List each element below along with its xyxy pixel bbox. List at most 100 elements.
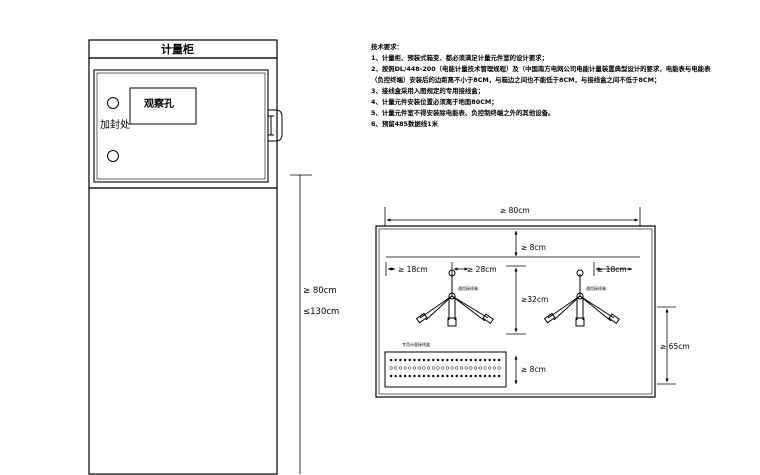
terminal-dot [403,358,407,362]
metering-cabinet [88,39,283,475]
terminal-dot [399,358,402,362]
terminal-dot [469,374,473,378]
terminal-dot [479,374,482,378]
panel-height-dimension [657,306,676,385]
terminal-block [384,351,507,388]
terminal-dot [412,366,417,370]
terminal-dot [394,366,398,370]
terminal-dot [408,366,412,370]
terminal-dot [464,358,468,362]
terminal-dot [436,374,440,378]
terminal-dot [399,374,402,378]
terminal-dot [422,374,426,378]
terminal-dot [436,358,440,362]
terminal-dot [469,366,473,370]
terminal-dot [445,366,449,370]
terminal-dot [450,366,454,370]
terminal-dot [417,358,421,362]
terminal-dot [427,366,431,370]
terminal-dot [493,358,496,362]
terminal-dot [427,374,430,378]
terminal-dot [497,374,501,378]
terminal-dot [460,358,463,362]
terminal-dot [483,366,487,370]
meter-height-label: ≥32cm [521,295,549,304]
terminal-dot [403,374,407,378]
door-handle-icon [268,109,283,142]
cabinet-height-dimension [290,174,312,474]
terminal-dot [436,366,440,370]
terminal-dot [389,366,393,370]
terminal-dot [483,358,487,362]
meter-board-panel [375,225,656,398]
requirements-heading: 技术要求： [371,43,403,51]
bottom-clearance-label: ≥ 8cm [521,365,546,374]
terminal-dot [441,366,445,370]
terminal-dot [394,358,397,362]
terminal-dot [389,374,393,378]
requirement-item-3: 3、接线盒采用入图规定的专用接线盒； [371,87,485,95]
terminal-dot [422,358,426,362]
terminal-dot [455,358,459,362]
terminal-dot [408,358,412,362]
left-meter-bracket [415,269,494,327]
terminal-dot [488,358,491,362]
requirement-item-6: 6、预留485数据线1米 [371,120,438,128]
observation-window-label: 观察孔 [144,99,174,110]
terminal-dot [394,374,397,378]
terminal-dot [474,366,478,370]
left-meter-label: 通用接线端 [458,286,478,291]
requirement-item-5: 5、计量元件室不得安装除电能表、负控制终端之外的其他设备。 [371,109,555,117]
right-clearance-label: ≥ 18cm [597,265,627,274]
terminal-dot [478,366,482,370]
terminal-dot [413,374,416,378]
terminal-dot [417,374,421,378]
terminal-dot [479,358,482,362]
terminal-dot [398,366,402,370]
terminal-dot [389,358,393,362]
terminal-dot [474,358,477,362]
terminal-dot [408,374,412,378]
terminal-dot [450,358,454,362]
terminal-dot [446,358,449,362]
right-meter-bracket [543,269,620,327]
terminal-dot [460,374,463,378]
terminal-dot [431,366,435,370]
observation-window [129,87,197,125]
panel-width-label: ≥ 80cm [500,206,530,215]
right-meter-label: 通用接线端 [586,286,606,291]
terminal-dot [464,366,468,370]
terminal-dot [492,366,496,370]
panel-height-label: ≥ 65cm [660,342,690,351]
terminal-dot [455,366,459,370]
cabinet-min-length-label: ≥ 80cm [303,286,337,296]
meter-gap-label: ≥ 28cm [467,265,497,274]
terminal-dot [497,366,501,370]
clearance-dimensions [385,230,640,385]
cabinet-title: 计量柜 [161,43,194,56]
terminal-dot [422,366,426,370]
terminal-dot [446,374,449,378]
cabinet-lower-body [88,187,278,475]
terminal-dot [497,358,501,362]
terminal-dot [403,366,407,370]
terminal-dot [450,374,454,378]
terminal-dot [441,374,444,378]
terminal-dot [455,374,459,378]
terminal-dot [488,374,491,378]
terminal-dot [432,374,435,378]
requirement-item-2: 2、按照DL/448-200（电能计量技术管理规程）及（中国南方电网公司电能计量… [371,65,711,84]
technical-requirements: 技术要求： 1、计量柜、预装式箱变、都必须满足计量元件室的设计要求； 2、按照D… [371,42,711,130]
requirement-item-4: 4、计量元件安装位置必须离于地面80CM； [371,98,498,106]
terminal-block-outline [384,351,507,388]
panel-inner [378,228,653,395]
requirement-item-1: 1、计量柜、预装式箱变、都必须满足计量元件室的设计要求； [371,54,548,62]
terminal-dot [432,358,435,362]
terminal-block-label: 专用计量接线盒 [402,342,430,347]
terminal-dot [493,374,496,378]
panel-outer [375,225,656,398]
terminal-dot [488,366,492,370]
cabinet-door-inner [96,72,266,180]
terminal-dot [413,358,416,362]
terminal-dot [427,358,430,362]
